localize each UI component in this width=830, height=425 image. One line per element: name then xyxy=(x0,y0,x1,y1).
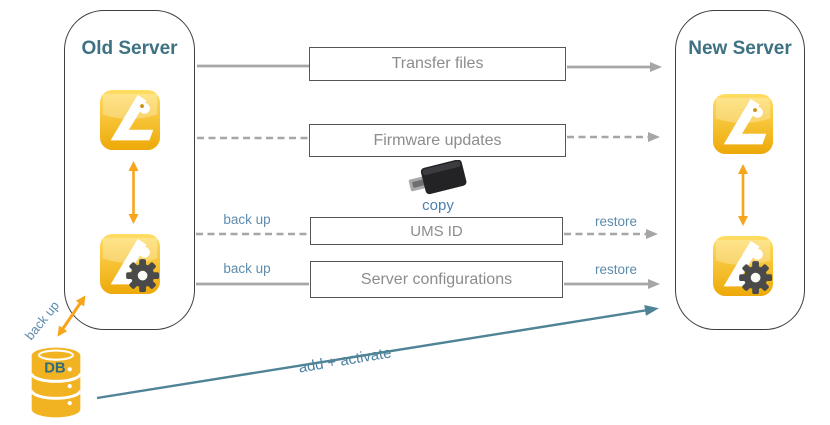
server-config-backup-caption: back up xyxy=(223,261,271,276)
db-backup-caption: back up xyxy=(21,298,63,343)
server-config-restore-caption: restore xyxy=(594,262,638,277)
firmware-updates-box: Firmware updates xyxy=(309,124,566,157)
ums-id-restore-caption: restore xyxy=(594,214,638,229)
transfer-files-label: Transfer files xyxy=(391,55,484,72)
server-configurations-label: Server configurations xyxy=(360,270,513,288)
add-activate-caption: add + activate xyxy=(297,344,393,377)
usb-stick-icon xyxy=(408,160,467,195)
igel-ums-gear-icon xyxy=(99,233,161,295)
server-configurations-box: Server configurations xyxy=(310,261,563,298)
database-cylinder-icon: DB xyxy=(30,347,82,418)
igel-ums-icon xyxy=(99,89,161,151)
ums-id-box: UMS ID xyxy=(310,217,563,245)
usb-copy-caption: copy xyxy=(422,197,454,214)
new-server-title: New Server xyxy=(688,38,792,59)
igel-ums-icon xyxy=(712,93,774,155)
ums-id-label: UMS ID xyxy=(410,222,463,240)
ums-id-backup-caption: back up xyxy=(223,212,271,227)
firmware-updates-label: Firmware updates xyxy=(373,131,502,149)
igel-ums-gear-icon xyxy=(712,235,774,297)
old-server-title: Old Server xyxy=(81,38,178,59)
transfer-files-box: Transfer files xyxy=(309,47,566,81)
db-label: DB xyxy=(44,360,66,376)
